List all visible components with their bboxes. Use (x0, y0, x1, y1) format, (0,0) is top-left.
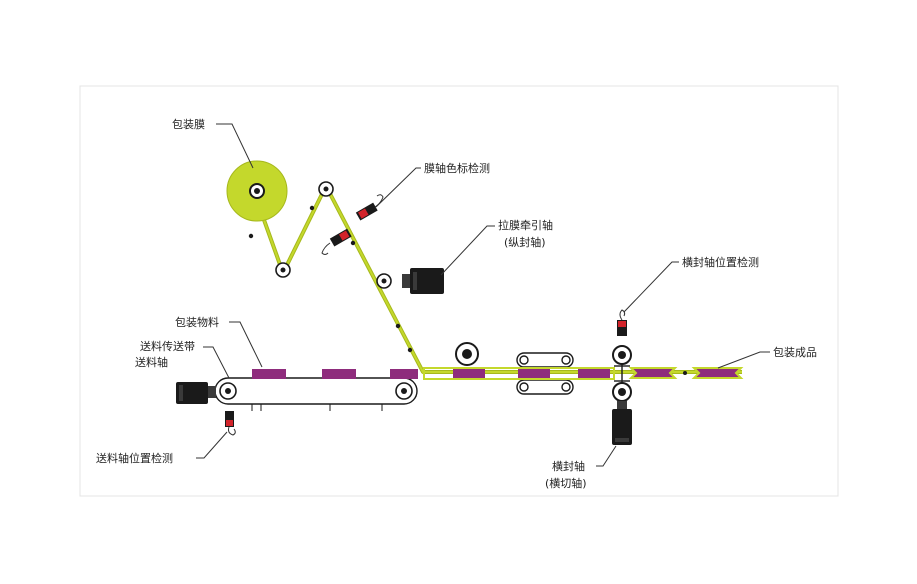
product (453, 369, 485, 378)
product (252, 369, 286, 379)
finished-products (628, 367, 744, 379)
product (390, 369, 418, 379)
leader-cross-seal-sensor (623, 261, 679, 313)
leader-feed-axis-sensor (196, 431, 228, 459)
diagram-frame (79, 85, 839, 497)
label-film-mark-sensor: 膜轴色标检测 (424, 161, 490, 175)
label-finished-product: 包装成品 (773, 346, 817, 359)
cross-seal-roller-lower (612, 382, 632, 402)
label-feed-axis-position-sensor: 送料轴位置检测 (96, 451, 173, 465)
seal-belt-lower (516, 379, 574, 395)
label-packaging-material: 包装物料 (175, 315, 219, 329)
leader-lines (196, 123, 770, 467)
leader-film-pull-axis (440, 225, 495, 276)
sealed-sleeve (423, 367, 615, 380)
feed-axis-motor (176, 382, 216, 404)
film-web-path-inner (248, 177, 742, 373)
leader-cross-seal-axis (596, 445, 617, 467)
longitudinal-seal-roller (455, 342, 479, 366)
products-on-conveyor (252, 369, 418, 379)
products-in-sleeve (453, 369, 610, 378)
film-guide-roller-bottom (275, 262, 291, 278)
film-mark-sensor-lower-cable (321, 242, 331, 255)
label-cross-seal-position-sensor: 横封轴位置检测 (682, 255, 759, 269)
film-pull-motor (402, 268, 444, 294)
film-guide-roller-top (318, 181, 334, 197)
seal-belt-upper (516, 352, 574, 368)
leader-feed-conveyor (203, 346, 230, 379)
finished-pack (628, 367, 678, 379)
film-mark-sensor-lower (329, 228, 352, 247)
finished-pack (691, 367, 744, 379)
product (322, 369, 356, 379)
product (578, 369, 610, 378)
film-mark-sensor-upper (355, 202, 378, 221)
leader-finished-product (717, 351, 770, 369)
leader-film-mark-sensor (375, 167, 421, 208)
label-film-pull-axis-line1: 拉膜牵引轴 (498, 218, 553, 232)
label-feed-conveyor: 送料传送带 (140, 339, 195, 353)
conveyor-lug-ticks (251, 404, 383, 411)
cross-seal-jaws (614, 364, 630, 383)
leader-film-roll (216, 123, 254, 169)
film-web-path (247, 177, 742, 374)
leader-packaging-material (229, 321, 263, 368)
label-cross-seal-axis-line1: 横封轴 (552, 459, 585, 473)
product (518, 369, 550, 378)
feed-conveyor (214, 377, 418, 405)
feed-axis-position-sensor (225, 411, 236, 436)
film-roll (226, 160, 288, 222)
film-pull-roller (376, 273, 392, 289)
label-cross-seal-axis-line2: (横切轴) (545, 476, 587, 490)
label-film-pull-axis-line2: (纵封轴) (504, 235, 546, 249)
cross-seal-motor (612, 401, 632, 445)
film-path-dots (248, 205, 413, 353)
label-film-roll: 包装膜 (172, 118, 205, 131)
cross-seal-position-sensor (617, 309, 627, 336)
label-feed-axis: 送料轴 (135, 355, 168, 369)
cross-seal-roller-upper (612, 345, 632, 365)
